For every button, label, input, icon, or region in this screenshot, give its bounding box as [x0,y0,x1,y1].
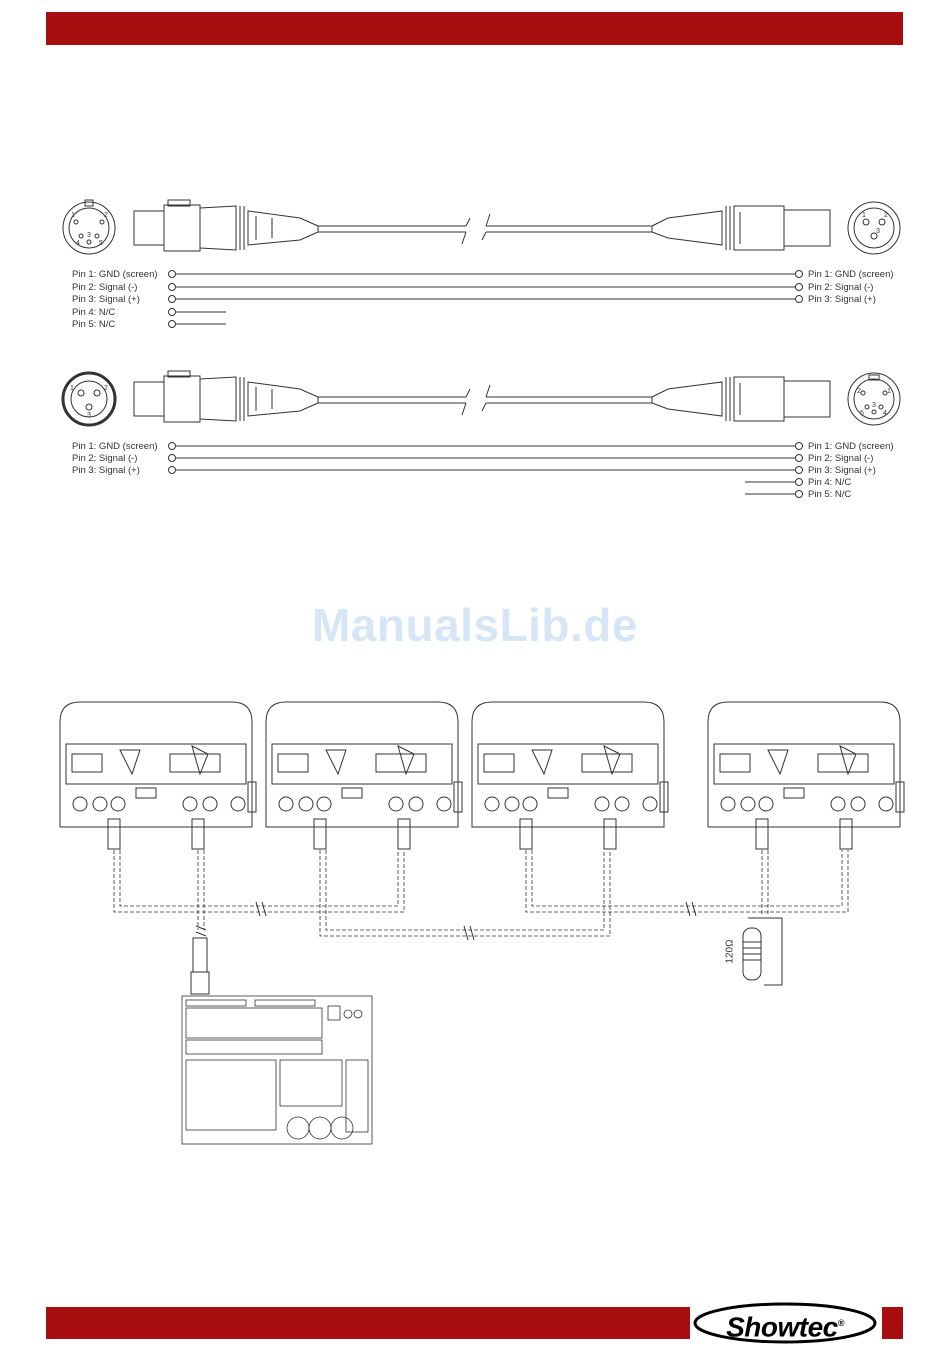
cable2-right-face-pin-3: 3 [872,402,876,409]
dmx-chain-cables [113,850,849,937]
footer-band [46,1307,690,1339]
cable2-right-face-pin-2: 2 [857,388,861,395]
cable1-right-pin-3: Pin 3: Signal (+) [808,294,876,305]
header-band [46,12,903,45]
cable2-left-face-pin-3: 3 [87,412,91,419]
cable1-right-pin-2: Pin 2: Signal (-) [808,282,874,293]
cable1-left-face-pin-1: 1 [71,212,75,219]
cable2-drawing [61,370,901,498]
cable1-left-pin-3: Pin 3: Signal (+) [72,294,140,305]
cable2-right-pin-3: Pin 3: Signal (+) [808,465,876,476]
cable2-left-pin-3: Pin 3: Signal (+) [72,465,140,476]
cable2-left-face-pin-1: 1 [70,385,74,392]
watermark: ManualsLib.de [312,599,638,651]
cable2-left-pin-2: Pin 2: Signal (-) [72,453,138,464]
terminator-label: 120Ω [724,939,736,964]
cable1-left-pin-5: Pin 5: N/C [72,319,116,330]
cable1-left-face-pin-5: 5 [99,240,103,247]
cable1-left-face-pin-3: 3 [87,232,91,239]
cable1-left-face-pin-4: 4 [76,240,80,247]
footer-band-right [882,1307,903,1339]
cable2-right-pin-4: Pin 4: N/C [808,477,852,488]
dmx-controller-drawing [181,995,373,1145]
cable2-right-face-pin-4: 4 [883,410,887,417]
cable1-right-pin-1: Pin 1: GND (screen) [808,269,894,280]
cable2-right-pin-2: Pin 2: Signal (-) [808,453,874,464]
cable1-left-face-pin-2: 2 [104,212,108,219]
cable1-left-pin-4: Pin 4: N/C [72,307,116,318]
cable2-right-pin-5: Pin 5: N/C [808,489,852,500]
fixture-1 [59,701,257,850]
cable1-left-pin-2: Pin 2: Signal (-) [72,282,138,293]
cable1-right-face-pin-1: 1 [862,212,866,219]
cable2-right-pin-1: Pin 1: GND (screen) [808,441,894,452]
cable2-right-face-pin-1: 1 [887,388,891,395]
cable2-right-face-pin-5: 5 [860,410,864,417]
cable1-right-face-pin-2: 2 [884,212,888,219]
fixture-4 [707,701,905,850]
cable2-left-pin-1: Pin 1: GND (screen) [72,441,158,452]
cable2-left-face-pin-2: 2 [104,385,108,392]
fixture-3 [471,701,669,850]
cable1-left-pin-1: Pin 1: GND (screen) [72,269,158,280]
showtec-logo: Showtec® [692,1302,878,1344]
terminator-drawing [742,917,783,986]
cable1-right-face-pin-3: 3 [876,228,880,235]
fixture-2 [265,701,463,850]
cable1-drawing [62,199,901,328]
